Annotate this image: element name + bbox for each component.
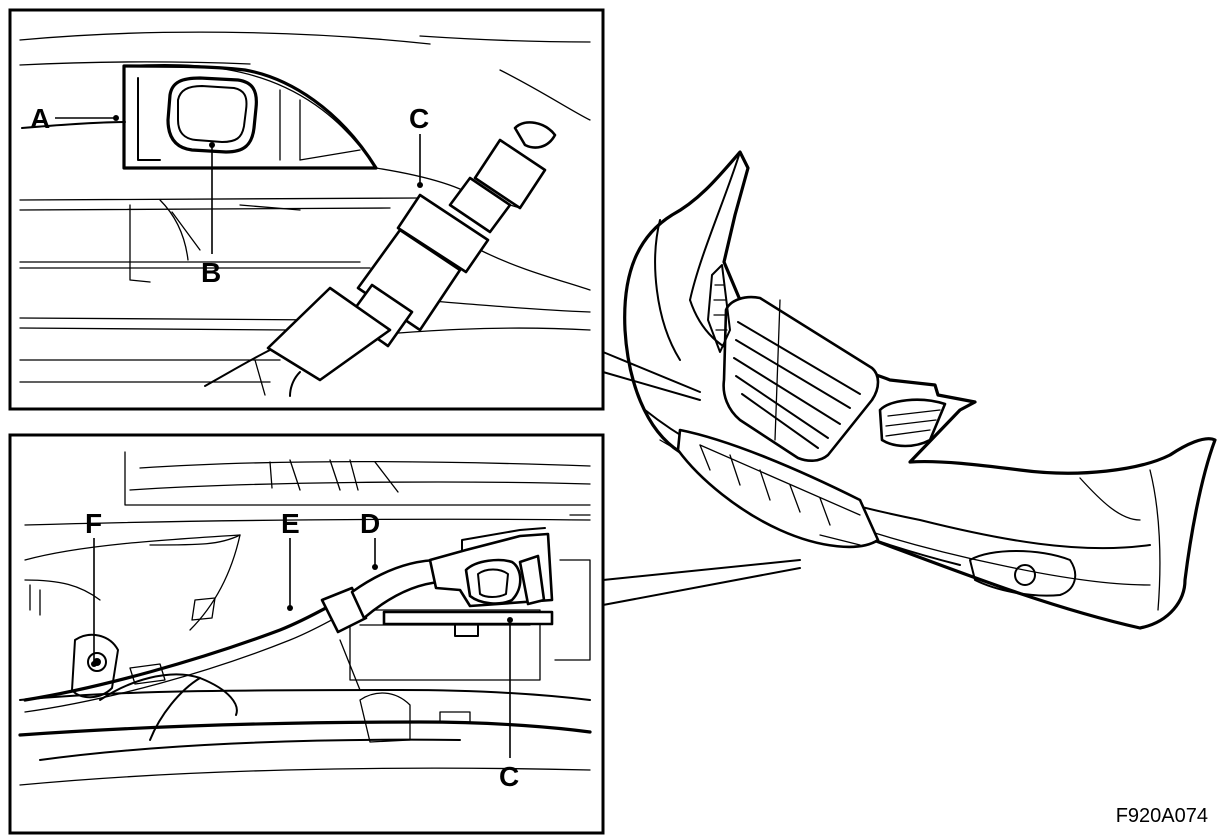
callout-a: A	[30, 103, 119, 134]
callout-c-bottom-label: C	[499, 761, 519, 792]
callout-c-bottom: C	[499, 617, 519, 792]
callout-d-label: D	[360, 508, 380, 539]
callout-e-label: E	[281, 508, 300, 539]
top-panel-frame	[8, 8, 605, 411]
callout-d: D	[360, 508, 380, 570]
figure-code: F920A074	[1116, 805, 1208, 827]
top-detail-panel: A B C	[8, 8, 605, 411]
front-bumper-overview	[623, 150, 1217, 630]
callout-f: F	[85, 508, 102, 667]
callout-b: B	[201, 142, 221, 288]
callout-e: E	[281, 508, 300, 611]
bottom-detail-panel: F E D C	[8, 433, 605, 835]
callout-b-label: B	[201, 257, 221, 288]
callout-c-top: C	[409, 103, 429, 188]
hose-connector-c	[204, 121, 557, 397]
top-panel-artwork	[19, 31, 591, 397]
bottom-panel-frame	[8, 433, 605, 835]
bottom-panel-artwork	[18, 451, 592, 786]
callout-f-label: F	[85, 508, 102, 539]
callout-c-top-label: C	[409, 103, 429, 134]
pointer-wedges	[602, 351, 801, 606]
callout-a-label: A	[30, 103, 50, 134]
